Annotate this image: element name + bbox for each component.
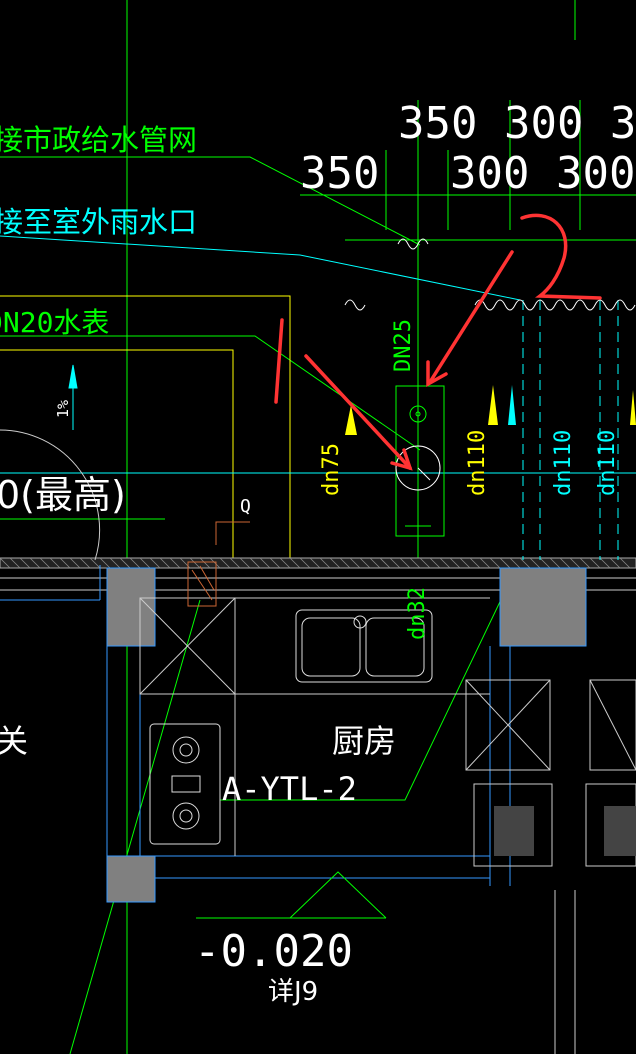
dashed-pipes: [522, 300, 619, 560]
structural-columns: [106, 567, 587, 903]
pipe-dn32-label: dn32: [405, 587, 430, 640]
room-kitchen-label: 厨房: [332, 722, 396, 760]
blue-walls: [0, 565, 511, 886]
pipe-dn75-label: dn75: [319, 443, 344, 496]
red-annotations: [274, 213, 602, 471]
water-meter-label: DN20水表: [0, 306, 109, 339]
floor-drain: [187, 521, 250, 607]
stove: [149, 723, 221, 845]
pipe-markers: [345, 385, 636, 435]
sink: [295, 609, 433, 683]
pipe-dn25-label: DN25: [391, 319, 416, 372]
pipe-dn110-a-label: dn110: [465, 430, 490, 496]
room-left-label: 玄关: [0, 722, 28, 760]
yellow-outlines: [0, 295, 636, 565]
elevation-label: -0.020: [194, 926, 353, 977]
door-arc: [0, 429, 101, 561]
dimension-top-row: 350 300 30: [398, 98, 636, 149]
q-label: Q: [240, 496, 251, 517]
pipe-dn110-c-label: dn110: [595, 430, 620, 496]
highest-label: 0(最高): [0, 473, 126, 517]
dimension-row-b: 300 300: [450, 148, 635, 199]
right-units: [465, 679, 636, 1054]
tag-ytl-label: A-YTL-2: [222, 770, 357, 808]
kitchen-counter: [139, 597, 490, 856]
dimension-row-a: 350: [300, 148, 379, 199]
leader-lines: [0, 156, 521, 1054]
detail-label: 详J9: [268, 977, 318, 1007]
rain-outlet-label: 接至室外雨水口: [0, 205, 197, 239]
pipe-dn110-b-label: dn110: [551, 430, 576, 496]
municipal-water-label: 接市政给水管网: [0, 123, 197, 157]
slope-label: 1%: [54, 400, 72, 418]
break-lines: [344, 238, 636, 311]
elevation-symbol: [196, 871, 387, 919]
pipe-riser-box: [395, 385, 445, 537]
slope-arrow: [68, 364, 78, 430]
